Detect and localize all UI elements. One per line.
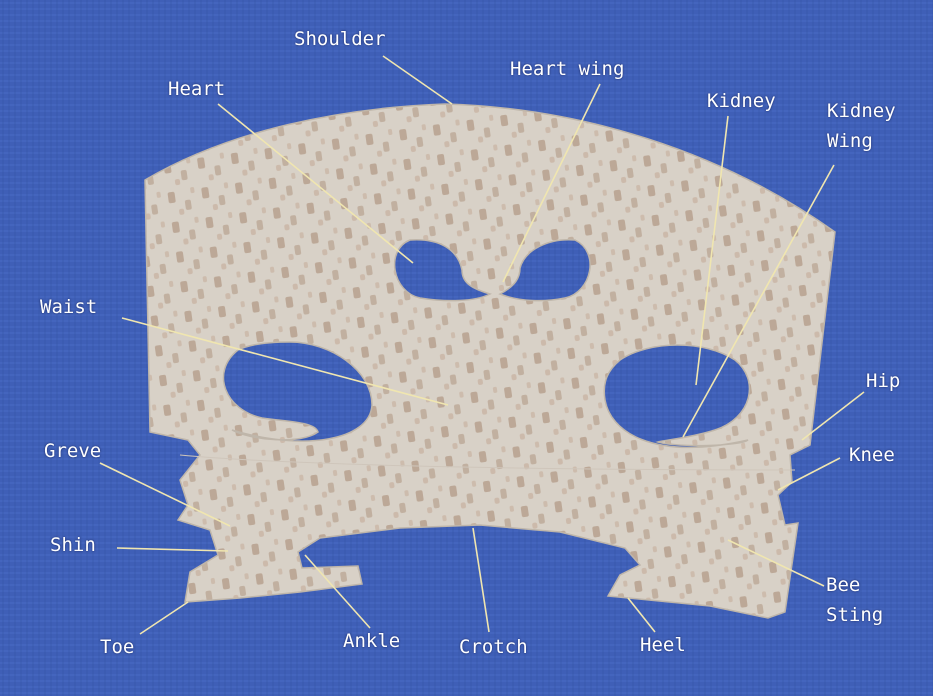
label-ankle: Ankle bbox=[343, 632, 400, 651]
label-kidney: Kidney bbox=[707, 92, 776, 111]
label-bee-sting-line1: Bee bbox=[826, 570, 883, 600]
label-bee-sting: Bee Sting bbox=[826, 570, 883, 630]
label-kidney-wing: Kidney Wing bbox=[827, 96, 896, 156]
label-hip: Hip bbox=[866, 372, 900, 391]
label-kidney-wing-line2: Wing bbox=[827, 126, 896, 156]
label-kidney-wing-line1: Kidney bbox=[827, 96, 896, 126]
label-heart-wing: Heart wing bbox=[510, 60, 624, 79]
label-knee: Knee bbox=[849, 446, 895, 465]
label-waist: Waist bbox=[40, 298, 97, 317]
label-toe: Toe bbox=[100, 638, 134, 657]
label-crotch: Crotch bbox=[459, 638, 528, 657]
label-shoulder: Shoulder bbox=[294, 30, 386, 49]
label-heel: Heel bbox=[640, 636, 686, 655]
label-shin: Shin bbox=[50, 536, 96, 555]
label-greve: Greve bbox=[44, 442, 101, 461]
label-heart: Heart bbox=[168, 80, 225, 99]
label-bee-sting-line2: Sting bbox=[826, 600, 883, 630]
